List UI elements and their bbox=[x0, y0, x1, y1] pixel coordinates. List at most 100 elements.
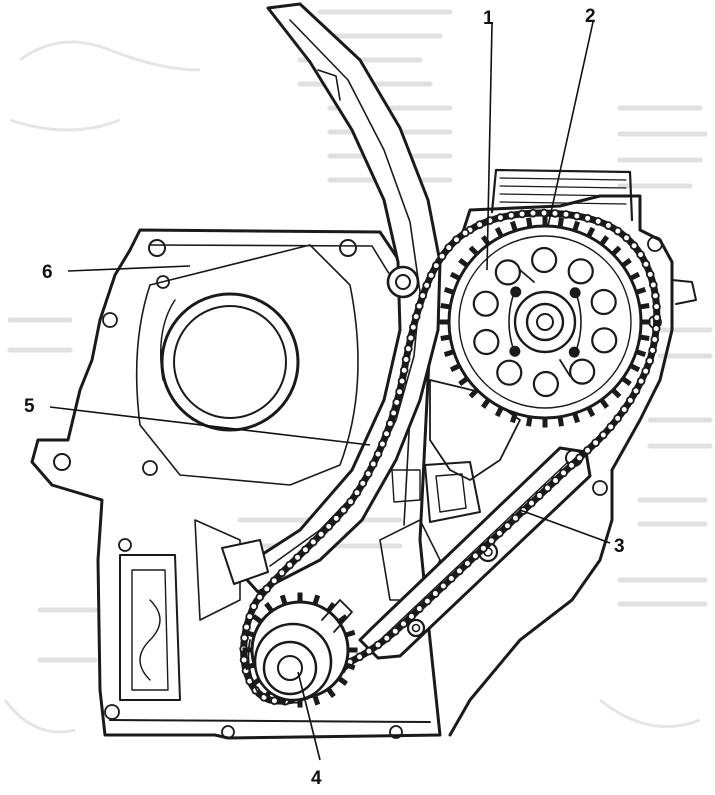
chain-link bbox=[535, 491, 544, 500]
chain-link bbox=[414, 301, 424, 311]
chain-link bbox=[378, 439, 387, 449]
sprocket-rivet bbox=[569, 287, 581, 299]
chain-link bbox=[437, 251, 447, 261]
chain-link bbox=[385, 419, 395, 428]
chain-link bbox=[593, 217, 603, 226]
chain-link bbox=[364, 646, 374, 656]
sprocket-hole bbox=[472, 290, 499, 317]
chain-link bbox=[543, 483, 552, 493]
chain-link bbox=[285, 560, 294, 570]
chain-link bbox=[651, 324, 661, 333]
chain-link bbox=[636, 376, 646, 386]
chain-link bbox=[591, 438, 600, 448]
chain-link bbox=[561, 210, 571, 219]
chain-link bbox=[277, 568, 287, 578]
engine-block-right-cover bbox=[379, 168, 697, 737]
chain-link bbox=[599, 430, 608, 440]
chain-link bbox=[645, 270, 655, 279]
chain-link bbox=[559, 468, 568, 478]
chain-link bbox=[397, 376, 407, 386]
sprocket-rivet bbox=[510, 286, 522, 298]
chain-link bbox=[495, 528, 504, 538]
chain-link bbox=[363, 469, 373, 479]
callout-label-6: 6 bbox=[42, 262, 53, 283]
chain-link bbox=[255, 592, 265, 602]
chain-link bbox=[444, 243, 454, 252]
chain-link bbox=[339, 505, 348, 515]
chain-link bbox=[390, 626, 400, 636]
chain-link bbox=[382, 633, 392, 643]
chain-link bbox=[613, 414, 622, 423]
chain-link bbox=[572, 211, 582, 221]
chain-link bbox=[293, 553, 302, 562]
sprocket-hole bbox=[494, 259, 521, 286]
chain-link bbox=[422, 281, 431, 290]
chain-link bbox=[641, 259, 651, 269]
chain-link bbox=[392, 398, 402, 407]
chain-link bbox=[648, 346, 657, 355]
chain-link bbox=[575, 453, 584, 463]
chain-link bbox=[407, 612, 416, 621]
chain-link bbox=[487, 536, 496, 546]
chain-link bbox=[411, 312, 421, 321]
chain-link bbox=[415, 604, 424, 613]
sprocket-hole bbox=[590, 288, 617, 316]
chain-link bbox=[652, 302, 661, 311]
crankshaft-sprocket bbox=[242, 592, 358, 708]
callout-leaders bbox=[49, 21, 611, 761]
sprocket-hole bbox=[496, 359, 523, 386]
chain-link bbox=[645, 356, 654, 366]
sprocket-hole bbox=[567, 258, 594, 285]
chain-link bbox=[382, 429, 391, 439]
callout-labels: 1 2 3 4 5 6 bbox=[24, 6, 625, 789]
chain-link bbox=[496, 213, 505, 222]
chain-link bbox=[404, 344, 413, 353]
sprocket-hole bbox=[531, 246, 558, 274]
callout-label-3: 3 bbox=[614, 536, 625, 557]
chain-link bbox=[629, 241, 639, 251]
chain-link bbox=[239, 655, 249, 665]
chain-link bbox=[439, 581, 448, 591]
chain-link bbox=[355, 652, 364, 662]
chain-link bbox=[567, 461, 576, 470]
chain-link bbox=[399, 366, 409, 375]
chain-link bbox=[308, 537, 318, 547]
sprocket-hole bbox=[591, 327, 618, 354]
callout-label-2: 2 bbox=[585, 6, 596, 27]
camshaft-sprocket bbox=[439, 216, 651, 428]
chain-link bbox=[511, 513, 520, 523]
chain-link bbox=[373, 449, 383, 459]
chain-link bbox=[650, 335, 660, 344]
chain-link bbox=[604, 221, 613, 230]
chain-link bbox=[503, 521, 512, 531]
chain-link bbox=[550, 209, 560, 218]
chain-link bbox=[528, 208, 538, 218]
sprocket-rivet bbox=[568, 346, 580, 358]
chain-link bbox=[606, 422, 615, 432]
chain-link bbox=[431, 261, 441, 270]
chain-link bbox=[368, 459, 378, 469]
chain-link bbox=[240, 633, 249, 643]
chain-link bbox=[613, 226, 623, 236]
chain-link bbox=[269, 576, 279, 586]
chain-link bbox=[358, 479, 368, 488]
chain-link bbox=[423, 596, 432, 606]
chain-link bbox=[517, 209, 527, 219]
chain-link bbox=[245, 612, 254, 621]
chain-link bbox=[373, 640, 383, 650]
chain-link bbox=[316, 529, 326, 539]
callout-label-4: 4 bbox=[311, 768, 322, 789]
callout-label-5: 5 bbox=[24, 396, 35, 417]
chain-link bbox=[641, 366, 650, 376]
callout-label-1: 1 bbox=[483, 8, 494, 29]
chain-link bbox=[346, 497, 355, 506]
chain-link bbox=[471, 551, 480, 561]
camshaft-sprocket-holes bbox=[472, 246, 618, 398]
chain-link bbox=[324, 522, 334, 531]
chain-link bbox=[406, 333, 416, 343]
chain-link bbox=[418, 291, 428, 300]
sprocket-hole bbox=[473, 328, 500, 356]
chain-link bbox=[331, 514, 341, 523]
chain-link bbox=[527, 498, 536, 508]
